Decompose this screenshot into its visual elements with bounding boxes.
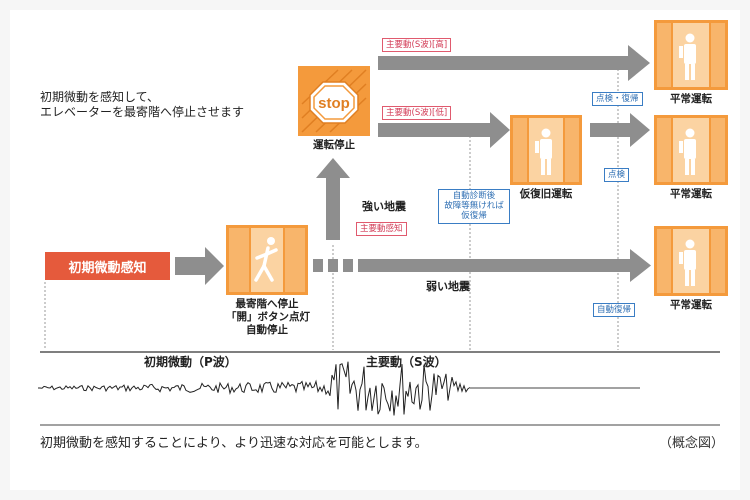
arrow-s-wave-low — [378, 112, 510, 148]
intro-line-1: 初期微動を感知して、 — [40, 90, 160, 104]
tag-s-wave-high: 主要動(S波)[高] — [382, 38, 452, 53]
s-wave-label: 主要動（S波） — [366, 355, 447, 369]
arrow-weak-quake — [358, 249, 651, 282]
arrow-s-wave-high — [378, 45, 650, 81]
intro-text: 初期微動を感知して、 エレベーターを最寄階へ停止させます — [40, 90, 244, 120]
self-diag-line-3: 仮復帰 — [461, 211, 487, 222]
intro-line-2: エレベーターを最寄階へ停止させます — [40, 105, 245, 119]
elevator-normal-mid-icon — [654, 115, 728, 185]
p-wave-label: 初期微動（P波） — [144, 355, 237, 369]
operation-stop-caption: 運転停止 — [313, 139, 355, 151]
tag-s-wave-low: 主要動(S波)[低] — [382, 106, 452, 121]
tag-main-motion-detect: 主要動感知 — [356, 222, 407, 237]
strong-quake-label: 強い地震 — [362, 200, 406, 213]
elevator-normal-bottom-icon — [654, 226, 728, 296]
normal-bottom-caption: 平常運転 — [670, 299, 712, 311]
normal-top-caption: 平常運転 — [670, 93, 712, 105]
stop-nearest-line-3: 自動停止 — [246, 324, 288, 337]
arrow-dash-3 — [343, 259, 353, 272]
temporary-restore-caption: 仮復旧運転 — [519, 188, 573, 200]
tag-inspect-restore: 点検・復帰 — [592, 92, 643, 107]
initial-detection-box: 初期微動感知 — [45, 252, 170, 280]
arrow-restore-to-normal — [590, 113, 650, 147]
arrow-strong-quake — [316, 158, 350, 240]
stop-nearest-caption: 最寄階へ停止 「開」ボタン点灯 自動停止 — [226, 298, 310, 337]
elevator-exit-icon — [226, 225, 308, 295]
elevator-normal-top-icon — [654, 20, 728, 90]
self-diag-line-1: 自動診断後 — [452, 191, 496, 201]
tag-self-diagnosis: 自動診断後 故障等無ければ 仮復帰 — [438, 189, 510, 224]
elevator-stop-icon — [298, 66, 370, 136]
tag-inspect: 点検 — [604, 168, 630, 183]
normal-mid-caption: 平常運転 — [670, 188, 712, 200]
arrow-initial-to-nearest — [175, 247, 224, 285]
weak-quake-label: 弱い地震 — [426, 280, 470, 293]
footer-caption: 初期微動を感知することにより、より迅速な対応を可能とします。 — [40, 436, 428, 451]
self-diag-line-2: 故障等無ければ — [444, 201, 504, 212]
seismic-waveform — [38, 361, 471, 416]
stop-sign-text: stop — [318, 95, 350, 112]
arrow-dash-2 — [328, 259, 338, 272]
concept-note: （概念図） — [658, 436, 724, 451]
arrow-dash-1 — [313, 259, 323, 272]
stop-nearest-line-1: 最寄階へ停止 — [235, 298, 299, 310]
flow-arrows — [175, 45, 651, 285]
elevator-restore-icon — [510, 115, 582, 185]
tag-auto-restore: 自動復帰 — [593, 303, 636, 318]
stop-nearest-line-2: 「開」ボタン点灯 — [226, 311, 310, 324]
